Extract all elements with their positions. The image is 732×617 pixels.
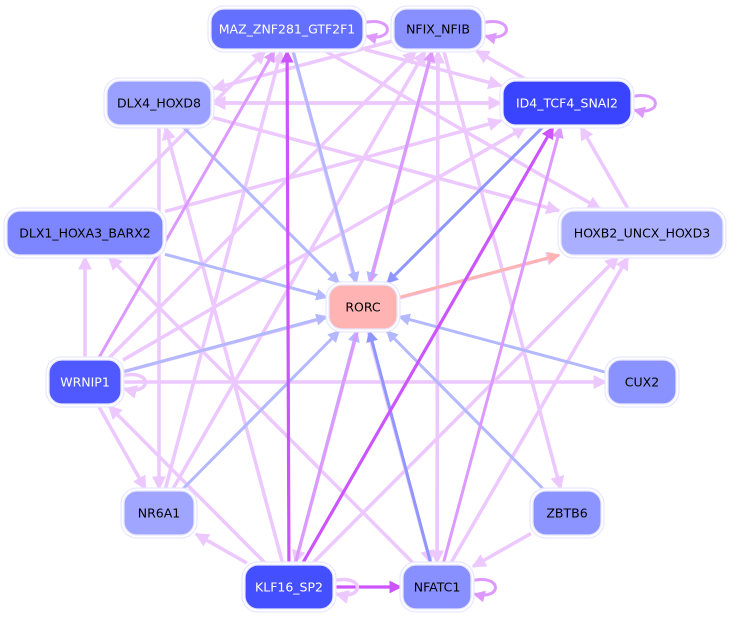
node-box bbox=[607, 359, 677, 405]
node-box bbox=[106, 80, 212, 126]
edge-id4_tcf4_snai2-to-nfix_nfib bbox=[475, 49, 527, 81]
node-label: WRNIP1 bbox=[60, 375, 110, 390]
node-zbtb6[interactable]: ZBTB6 bbox=[529, 487, 605, 539]
edge-nfatc1-to-nfix_nfib bbox=[430, 49, 445, 564]
edge-id4_tcf4_snai2-to-rorc bbox=[385, 125, 545, 285]
edge-nfatc1-to-rorc bbox=[366, 329, 433, 564]
edge-dlx1_hoxa3_barx2-to-id4_tcf4_snai2 bbox=[164, 117, 503, 214]
node-box bbox=[560, 210, 724, 256]
node-label: DLX4_HOXD8 bbox=[117, 96, 201, 111]
nodes-layer: MAZ_ZNF281_GTF2F1 NFIX_NFIB DLX4_HOXD8 ID4_… bbox=[3, 5, 727, 613]
edge-klf16_sp2-to-id4_tcf4_snai2 bbox=[301, 125, 555, 564]
node-box bbox=[48, 359, 122, 405]
node-box bbox=[402, 564, 472, 610]
node-label: DLX1_HOXA3_BARX2 bbox=[19, 226, 150, 241]
edge-hoxb2_uncx_hoxd3-to-id4_tcf4_snai2 bbox=[579, 125, 630, 210]
node-nfatc1[interactable]: NFATC1 bbox=[399, 561, 475, 613]
node-label: ZBTB6 bbox=[546, 506, 587, 521]
self-loop-nfix_nfib bbox=[481, 20, 508, 45]
node-nr6a1[interactable]: NR6A1 bbox=[120, 487, 198, 539]
node-label: ID4_TCF4_SNAI2 bbox=[516, 96, 618, 111]
node-klf16-sp2[interactable]: KLF16_SP2 bbox=[241, 561, 337, 613]
node-label: NR6A1 bbox=[138, 506, 181, 521]
node-rorc[interactable]: RORC bbox=[325, 281, 401, 333]
edge-zbtb6-to-nfatc1 bbox=[471, 531, 532, 569]
node-wrnip1[interactable]: WRNIP1 bbox=[45, 356, 125, 408]
node-box bbox=[210, 8, 364, 50]
self-loop-nfatc1 bbox=[470, 578, 497, 603]
edge-dlx1_hoxa3_barx2-to-rorc bbox=[164, 252, 329, 301]
node-dlx4-hoxd8[interactable]: DLX4_HOXD8 bbox=[103, 77, 215, 129]
node-label: NFIX_NFIB bbox=[406, 22, 470, 37]
node-label: KLF16_SP2 bbox=[255, 580, 323, 595]
node-label: MAZ_ZNF281_GTF2F1 bbox=[219, 22, 356, 37]
node-box bbox=[328, 284, 398, 330]
node-box bbox=[244, 564, 334, 610]
node-box bbox=[393, 8, 483, 50]
node-label: HOXB2_UNCX_HOXD3 bbox=[574, 226, 710, 241]
edge-maz_znf281_gtf2f1-to-rorc bbox=[291, 50, 360, 285]
self-loop-klf16_sp2 bbox=[332, 577, 360, 604]
edge-nfix_nfib-to-dlx4_hoxd8 bbox=[211, 39, 393, 93]
self-loop-id4_tcf4_snai2 bbox=[630, 94, 657, 119]
edge-wrnip1-to-maz_znf281_gtf2f1 bbox=[97, 49, 276, 359]
self-loop-wrnip1 bbox=[120, 372, 148, 399]
edge-nr6a1-to-rorc bbox=[181, 329, 341, 491]
node-box bbox=[532, 490, 602, 536]
edge-dlx4_hoxd8-to-hoxb2_uncx_hoxd3 bbox=[212, 115, 561, 215]
edges-layer bbox=[78, 20, 657, 604]
node-dlx1-hoxa3-barx2[interactable]: DLX1_HOXA3_BARX2 bbox=[3, 207, 167, 259]
edge-nr6a1-to-nfix_nfib bbox=[171, 49, 427, 490]
node-box bbox=[123, 490, 195, 536]
edge-dlx4_hoxd8-to-rorc bbox=[181, 125, 341, 285]
self-loop-maz_znf281_gtf2f1 bbox=[362, 20, 389, 45]
node-hoxb2-uncx-hoxd3[interactable]: HOXB2_UNCX_HOXD3 bbox=[557, 207, 727, 259]
node-id4-tcf4-snai2[interactable]: ID4_TCF4_SNAI2 bbox=[499, 77, 635, 129]
node-label: CUX2 bbox=[625, 375, 659, 390]
node-box bbox=[6, 210, 164, 256]
node-box bbox=[502, 80, 632, 126]
node-label: NFATC1 bbox=[414, 580, 461, 595]
edge-zbtb6-to-rorc bbox=[385, 329, 545, 491]
edge-klf16_sp2-to-maz_znf281_gtf2f1 bbox=[280, 49, 294, 564]
edge-maz_znf281_gtf2f1-to-id4_tcf4_snai2 bbox=[364, 47, 503, 90]
node-maz-znf281-gtf2f1[interactable]: MAZ_ZNF281_GTF2F1 bbox=[207, 5, 367, 53]
edge-nfatc1-to-id4_tcf4_snai2 bbox=[441, 125, 564, 564]
edge-wrnip1-to-id4_tcf4_snai2 bbox=[122, 125, 527, 362]
node-nfix-nfib[interactable]: NFIX_NFIB bbox=[390, 5, 486, 53]
edge-wrnip1-to-nr6a1 bbox=[97, 405, 147, 491]
edge-klf16_sp2-to-nr6a1 bbox=[194, 532, 248, 565]
node-label: RORC bbox=[345, 300, 381, 315]
edge-wrnip1-to-rorc bbox=[122, 313, 329, 374]
edge-rorc-to-hoxb2_uncx_hoxd3 bbox=[398, 251, 561, 299]
node-cux2[interactable]: CUX2 bbox=[604, 356, 680, 408]
